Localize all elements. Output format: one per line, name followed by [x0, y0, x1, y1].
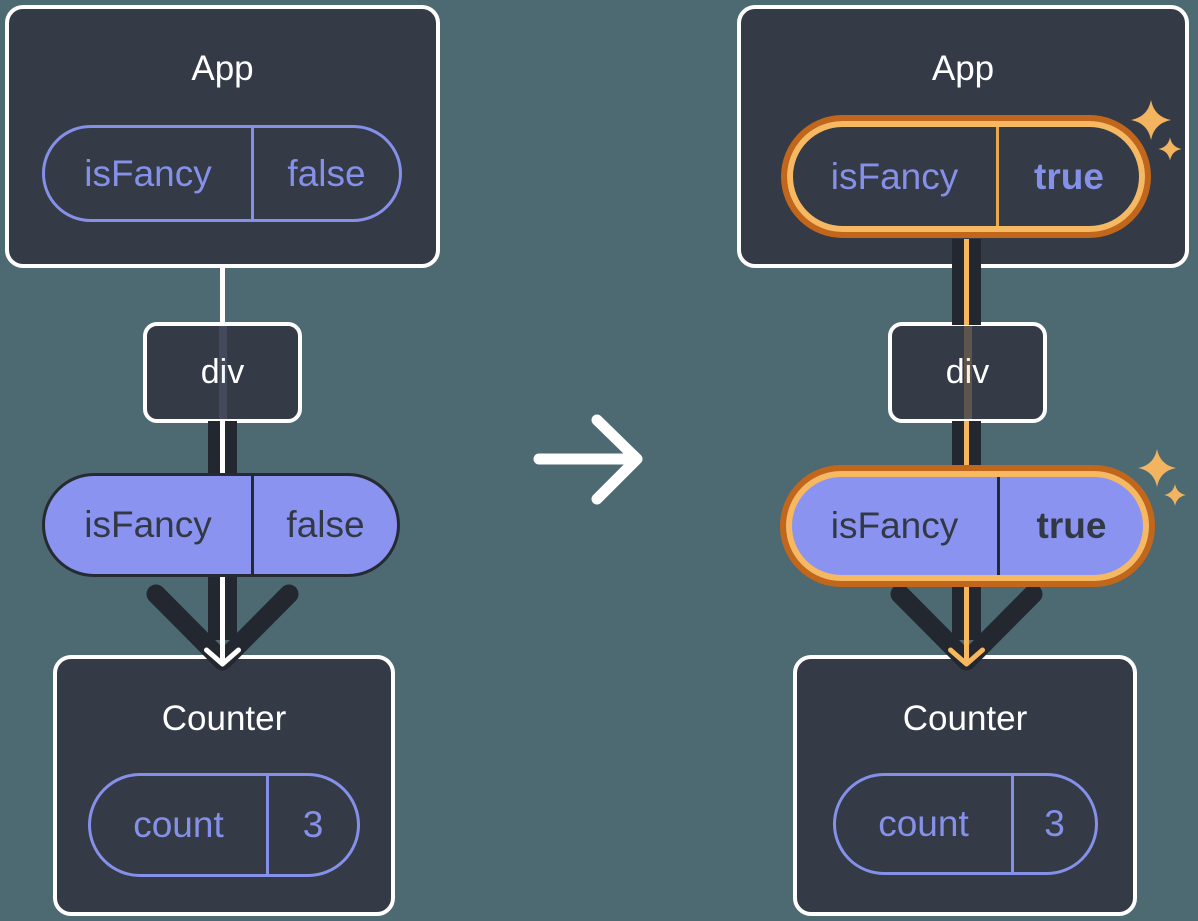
counter-state-pill-before: count 3: [88, 773, 360, 877]
app-title: App: [191, 49, 254, 88]
arrowhead-dark-before: [146, 584, 299, 671]
prop-value: true: [1034, 155, 1104, 197]
app-prop-pill-after: isFancy true: [787, 121, 1145, 232]
sparkle-icon: [1138, 449, 1176, 487]
state-name: count: [836, 776, 1014, 872]
state-value: 3: [302, 804, 324, 845]
prop-name: isFancy: [792, 477, 1000, 575]
state-name: count: [91, 776, 269, 874]
counter-state-pill-after: count 3: [833, 773, 1098, 875]
counter-title: Counter: [161, 699, 287, 738]
counter-node-after: Counter count 3: [793, 655, 1137, 916]
prop-name: isFancy: [45, 128, 254, 219]
prop-flow-stripe: [963, 326, 972, 419]
div-label: div: [200, 353, 245, 391]
prop-value: false: [286, 504, 365, 545]
arrowhead-dark-after: [890, 584, 1043, 671]
prop-name: isFancy: [793, 127, 999, 226]
div-node-before: div: [143, 322, 302, 423]
transition-arrow-icon: [533, 414, 643, 505]
prop-name: isFancy: [45, 476, 254, 574]
app-prop-pill-before: isFancy false: [42, 125, 402, 222]
div-label: div: [945, 353, 990, 391]
passed-prop-pill-highlight-ring: isFancy true: [780, 465, 1155, 587]
div-node-after: div: [888, 322, 1047, 423]
prop-value: false: [287, 152, 366, 194]
app-prop-pill-highlight-ring: isFancy true: [781, 115, 1151, 238]
app-node-before: App isFancy false: [5, 5, 440, 268]
state-value: 3: [1044, 803, 1065, 844]
sparkle-icon: [1164, 484, 1186, 506]
counter-title: Counter: [902, 699, 1028, 738]
app-node-after: App isFancy true: [737, 5, 1189, 268]
passed-prop-pill-after: isFancy true: [786, 471, 1149, 581]
app-title: App: [931, 49, 995, 88]
passed-prop-pill-before: isFancy false: [42, 473, 400, 577]
prop-value: true: [1036, 505, 1107, 546]
counter-node-before: Counter count 3: [53, 655, 395, 916]
prop-flow-stripe: [218, 326, 227, 419]
